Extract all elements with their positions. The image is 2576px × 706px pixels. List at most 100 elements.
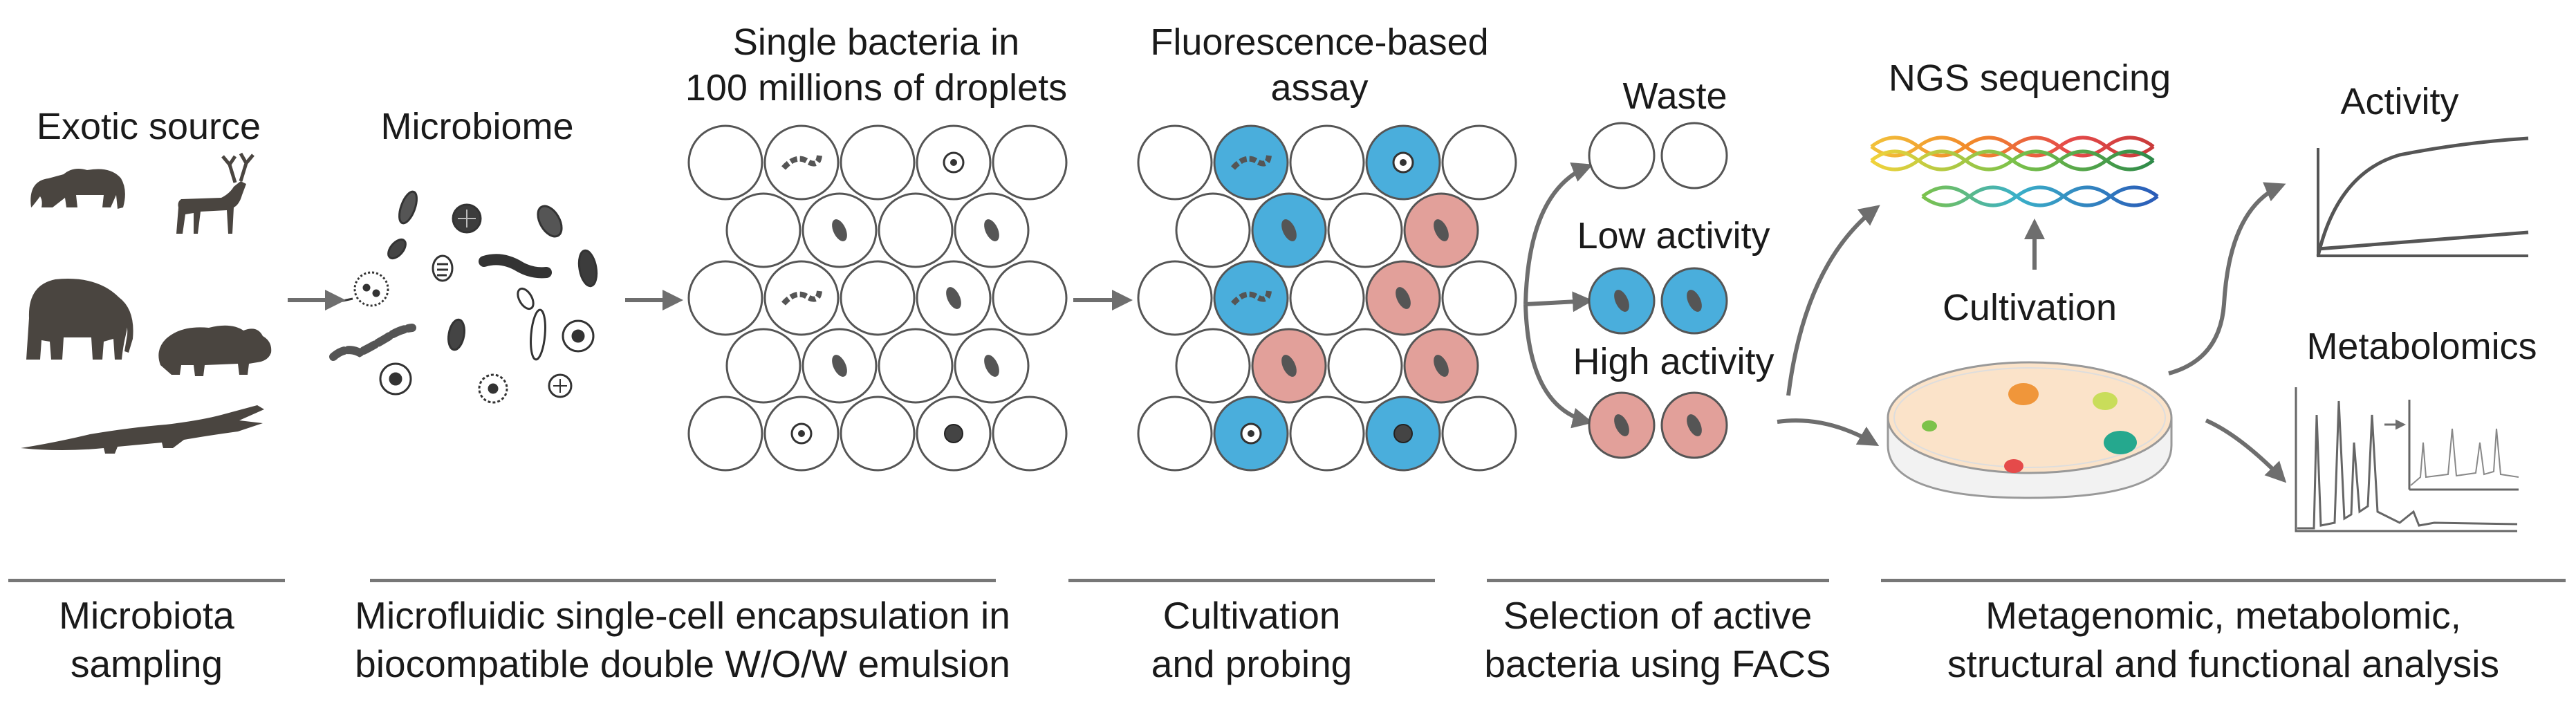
arrow-high-to-dish [1777, 418, 1880, 447]
stage-caption-cultivation: Cultivation and probing [1151, 591, 1353, 688]
bacterium-icon [1281, 355, 1297, 377]
bacterium-spore-icon [1393, 424, 1413, 443]
bacterium-icon [984, 355, 999, 377]
bacterium-icon [1434, 219, 1449, 241]
label-low-activity: Low activity [1577, 215, 1770, 257]
stage-caption-encapsulation: Microfluidic single-cell encapsulation i… [355, 591, 1010, 688]
dna-strands-icon [1870, 136, 2159, 207]
droplet [1175, 328, 1251, 404]
droplet-grid-encapsulation [687, 124, 1068, 472]
stage-divider [1068, 579, 1435, 582]
hippo-icon [158, 325, 272, 376]
droplet-grid-assay [1137, 124, 1517, 472]
arrow-to-activity [2168, 182, 2286, 375]
label-exotic-source: Exotic source [36, 106, 261, 147]
stage-divider [8, 579, 285, 582]
caption-line: biocompatible double W/O/W emulsion [355, 642, 1010, 685]
label-activity: Activity [2340, 81, 2459, 122]
bacterium-icon [1614, 414, 1629, 436]
droplet [687, 124, 763, 201]
droplet [878, 328, 954, 404]
droplet [1289, 396, 1365, 472]
droplet [1441, 396, 1517, 472]
sorted-droplet [1660, 122, 1728, 189]
chromatogram-icon [2295, 387, 2519, 532]
bacterium-chain-icon [1231, 290, 1272, 306]
bacterium-icon [1687, 290, 1702, 312]
bacterium-chain-icon [781, 155, 822, 170]
colony-teal [2104, 431, 2137, 454]
caption-line: Microbiota [59, 594, 234, 637]
droplet [1289, 260, 1365, 336]
microbiome-cluster [326, 190, 598, 404]
arrow-to-waste [1523, 162, 1593, 305]
label-waste: Waste [1622, 75, 1727, 117]
droplet [878, 192, 954, 268]
label-microbiome: Microbiome [380, 106, 574, 147]
droplet [1137, 124, 1213, 201]
crocodile-icon [21, 405, 264, 454]
bacterium-icon [984, 219, 999, 241]
caption-line: structural and functional analysis [1947, 642, 2499, 685]
arrow-to-high-activity [1523, 304, 1593, 429]
bacterium-icon [1687, 414, 1702, 436]
label-fluorescence-assay: Fluorescence-based assay [1150, 21, 1489, 109]
droplet [1175, 192, 1251, 268]
bacterium-icon [1434, 355, 1449, 377]
caption-line: Metagenomic, metabolomic, [1985, 594, 2461, 637]
droplet [1137, 396, 1213, 472]
sorted-droplet [1588, 122, 1656, 189]
bacterium-chain-icon [1231, 155, 1272, 170]
caption-line: sampling [70, 642, 223, 685]
stage-divider [370, 579, 996, 582]
droplet [1213, 124, 1289, 201]
bacterium-icon [832, 355, 847, 377]
label-cultivation: Cultivation [1942, 287, 2118, 328]
animal-silhouettes [21, 152, 272, 454]
droplet [725, 328, 801, 404]
droplet [840, 260, 916, 336]
colony-green-small [1922, 420, 1937, 431]
droplet [687, 260, 763, 336]
reindeer-icon [176, 152, 254, 234]
droplet [1213, 260, 1289, 336]
bacterium-icon [1614, 290, 1629, 312]
arrow-to-low-activity [1525, 291, 1593, 313]
label-ngs-sequencing: NGS sequencing [1888, 57, 2171, 99]
droplet [763, 124, 840, 201]
bacterium-spore-icon [944, 424, 963, 443]
droplet [840, 124, 916, 201]
colony-red [2004, 459, 2023, 473]
droplet [1327, 192, 1403, 268]
caption-line: Selection of active [1503, 594, 1813, 637]
droplet [1441, 260, 1517, 336]
caption-line: Microfluidic single-cell encapsulation i… [355, 594, 1010, 637]
stage-caption-selection: Selection of active bacteria using FACS [1484, 591, 1831, 688]
droplet [725, 192, 801, 268]
bacterium-chain-icon [781, 290, 822, 306]
arrow-to-ngs [1786, 205, 1880, 396]
label-high-activity: High activity [1573, 341, 1775, 382]
caption-line: Cultivation [1162, 594, 1341, 637]
droplet [1327, 328, 1403, 404]
colony-orange [2008, 383, 2039, 405]
stage-caption-sampling: Microbiota sampling [59, 591, 234, 688]
bacterium-icon [946, 287, 961, 309]
droplet [992, 124, 1068, 201]
droplet [840, 396, 916, 472]
stage-caption-analysis: Metagenomic, metabolomic, structural and… [1947, 591, 2499, 688]
droplet [1289, 124, 1365, 201]
elephant-icon [26, 279, 133, 360]
bacterium-icon [832, 219, 847, 241]
bacterium-icon [1396, 287, 1411, 309]
droplet [1137, 260, 1213, 336]
facs-sorted-droplets [1588, 122, 1728, 459]
droplet [687, 396, 763, 472]
petri-dish-icon [1887, 361, 2173, 499]
colony-lime [2093, 392, 2118, 410]
stage-divider [1881, 579, 2566, 582]
droplet [992, 396, 1068, 472]
arrow-to-metabolomics [2205, 418, 2287, 483]
